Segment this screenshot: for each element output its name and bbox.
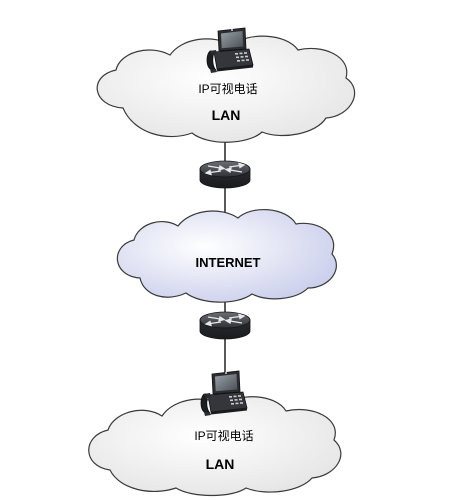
bottom-video-phone-icon: [200, 370, 248, 417]
bottom-lan-label: LAN: [206, 456, 235, 472]
top-phone-label: IP可视电话: [198, 81, 257, 96]
top-router-icon: [199, 160, 251, 189]
internet-cloud: [116, 208, 337, 303]
top-video-phone-icon: [206, 27, 254, 74]
top-lan-cloud: [96, 35, 356, 143]
top-lan-label: LAN: [212, 107, 241, 123]
bottom-lan-cloud: [88, 396, 342, 497]
internet-label: INTERNET: [196, 255, 261, 270]
bottom-router-icon: [199, 311, 251, 340]
bottom-phone-label: IP可视电话: [194, 428, 253, 443]
